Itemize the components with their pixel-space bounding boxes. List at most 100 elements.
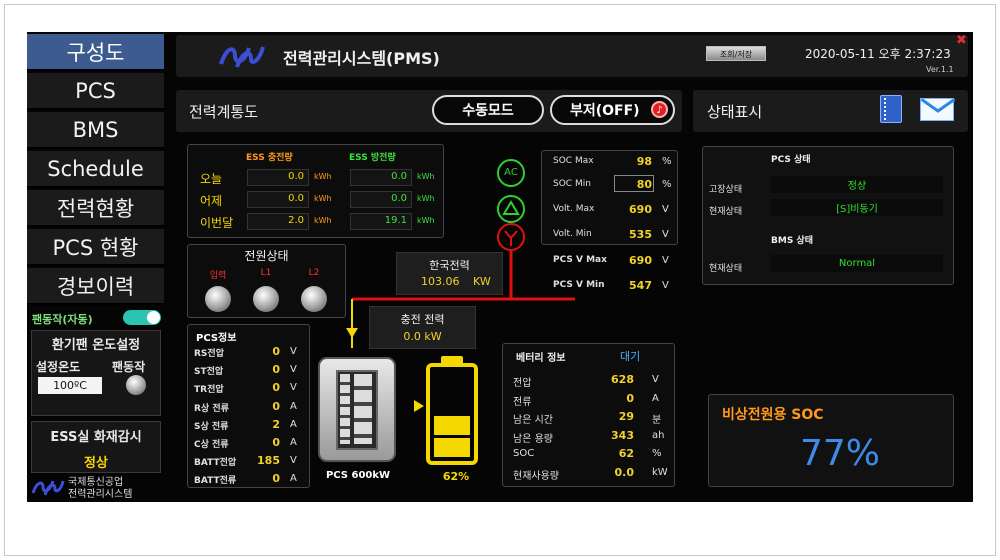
battery-terminal bbox=[441, 356, 463, 364]
soc-min-input-frame[interactable] bbox=[614, 175, 654, 192]
charge-value-box bbox=[247, 169, 309, 186]
battery-info-value: 343 bbox=[611, 428, 634, 442]
set-temp-input[interactable]: 100ºC bbox=[38, 377, 102, 394]
bms-current-value: Normal bbox=[771, 255, 943, 272]
emergency-soc-value: 77% bbox=[800, 433, 881, 474]
battery-info-label: 전압 bbox=[513, 378, 532, 389]
charge-power-box: 충전 전력 0.0 kW bbox=[369, 306, 476, 349]
fan-mode-toggle[interactable] bbox=[123, 310, 161, 325]
battery-info-value: 62 bbox=[618, 447, 634, 461]
charge-value: 0.0 bbox=[288, 193, 304, 204]
datetime: 2020-05-11 오후 2:37:23 bbox=[805, 47, 951, 61]
pcs-info-unit: V bbox=[290, 455, 297, 467]
manual-mode-button[interactable]: 수동모드 bbox=[432, 95, 544, 125]
kepco-unit: KW bbox=[473, 275, 491, 288]
soc-limit-unit: % bbox=[662, 179, 672, 190]
pcs-current-value: [S]비동기 bbox=[771, 199, 943, 216]
sidebar-item-bms[interactable]: BMS bbox=[27, 112, 164, 149]
close-icon[interactable]: ✖ bbox=[956, 33, 967, 48]
pms-logo-icon bbox=[219, 46, 265, 68]
lamp-label-input: 입력 bbox=[209, 271, 227, 281]
pcs-info-value: 0 bbox=[272, 472, 280, 486]
lamp-l2 bbox=[301, 286, 327, 312]
pcs-v-label: PCS V Min bbox=[553, 280, 605, 290]
soc-limit-unit: V bbox=[662, 229, 669, 240]
power-state-title: 전원상태 bbox=[244, 249, 289, 263]
sidebar-item-pcs[interactable]: PCS bbox=[27, 73, 164, 110]
pcs-current-label: 현재상태 bbox=[709, 207, 743, 217]
pcs-rack-right bbox=[354, 374, 372, 444]
section-title: 전력계통도 bbox=[189, 103, 259, 121]
battery-info-value: 29 bbox=[618, 410, 634, 424]
pcs-capacity-label: PCS 600kW bbox=[325, 470, 391, 481]
sidebar-item-schedule[interactable]: Schedule bbox=[27, 151, 164, 188]
arrow-right-icon bbox=[414, 400, 424, 412]
energy-row-label: 오늘 bbox=[200, 172, 223, 186]
bms-status-title: BMS 상태 bbox=[771, 236, 813, 246]
header-bar bbox=[176, 35, 968, 77]
pcs-info-unit: V bbox=[290, 364, 297, 376]
battery-info-unit: A bbox=[652, 392, 659, 404]
fire-panel-title: ESS실 화재감시 bbox=[50, 430, 142, 445]
soc-limit-unit: V bbox=[662, 204, 669, 215]
battery-info-label: 전류 bbox=[513, 396, 532, 408]
pcs-info-unit: A bbox=[290, 473, 297, 485]
footer-line1: 국제통신공업 bbox=[68, 477, 124, 488]
kepco-box: 한국전력 103.06 KW bbox=[396, 252, 503, 295]
emergency-soc-title: 비상전원용 SOC bbox=[722, 407, 824, 423]
status-title: 상태표시 bbox=[707, 103, 763, 121]
fire-monitor-panel: ESS실 화재감시 정상 bbox=[31, 421, 161, 473]
notebook-icon[interactable] bbox=[880, 95, 902, 123]
ac-label: AC bbox=[504, 167, 518, 178]
soc-limit-value: 80 bbox=[636, 178, 652, 191]
sidebar-item-alarm-history[interactable]: 경보이력 bbox=[27, 268, 164, 305]
toggle-knob bbox=[147, 311, 160, 324]
discharge-unit: kWh bbox=[417, 194, 435, 203]
soc-limit-unit: % bbox=[662, 156, 672, 167]
discharge-unit: kWh bbox=[417, 172, 435, 181]
soc-limit-label: Volt. Min bbox=[553, 229, 592, 239]
company-logo-icon bbox=[31, 480, 65, 496]
query-save-button[interactable]: 조회/저장 bbox=[706, 46, 766, 61]
battery-status: 대기 bbox=[620, 350, 641, 363]
battery-info-value: 0 bbox=[626, 391, 634, 405]
pcs-info-title: PCS정보 bbox=[196, 333, 237, 344]
bms-current-label: 현재상태 bbox=[709, 264, 743, 274]
discharge-col-header: ESS 방전량 bbox=[349, 153, 396, 163]
pcs-info-label: RS전압 bbox=[194, 349, 224, 359]
battery-segment bbox=[434, 415, 470, 435]
ac-source-icon bbox=[497, 159, 525, 187]
emergency-soc-panel bbox=[708, 394, 954, 487]
pcs-rack-left bbox=[340, 374, 350, 444]
pcs-info-label: BATT전류 bbox=[194, 476, 237, 487]
fan-run-label: 팬동작 bbox=[112, 360, 146, 374]
sidebar-item-power-status[interactable]: 전력현황 bbox=[27, 190, 164, 227]
mail-icon[interactable] bbox=[920, 98, 955, 121]
soc-limit-value: 690 bbox=[629, 203, 652, 216]
sidebar-item-diagram[interactable]: 구성도 bbox=[27, 34, 164, 71]
fan-mode-label: 팬동작(자동) bbox=[32, 313, 93, 326]
mail-flap bbox=[921, 99, 955, 113]
discharge-value: 0.0 bbox=[391, 171, 407, 182]
wye-glyph bbox=[504, 230, 518, 246]
battery-info-value: 0.0 bbox=[614, 466, 635, 479]
pcs-v-unit: V bbox=[662, 280, 669, 291]
lamp-input bbox=[205, 286, 231, 312]
discharge-unit: kWh bbox=[417, 216, 435, 225]
battery-info-label: 남은 시간 bbox=[513, 415, 553, 427]
charge-unit: kWh bbox=[314, 194, 332, 203]
charge-power-value: 0.0 kW bbox=[403, 330, 442, 343]
battery-info-unit: kW bbox=[652, 467, 668, 478]
pcs-info-label: BATT전압 bbox=[194, 458, 237, 469]
pcs-info-unit: A bbox=[290, 418, 297, 430]
footer-company: 국제통신공업 전력관리시스템 bbox=[68, 477, 132, 501]
pcs-info-label: S상 전류 bbox=[194, 421, 229, 432]
battery-info-unit: 분 bbox=[652, 415, 662, 427]
delta-glyph bbox=[502, 200, 520, 215]
buzzer-button[interactable]: 부저(OFF) bbox=[550, 95, 675, 125]
kepco-value: 103.06 bbox=[421, 275, 460, 288]
pcs-info-unit: V bbox=[290, 346, 297, 357]
soc-limit-value: 535 bbox=[629, 228, 652, 241]
sidebar-item-pcs-status[interactable]: PCS 현황 bbox=[27, 229, 164, 266]
